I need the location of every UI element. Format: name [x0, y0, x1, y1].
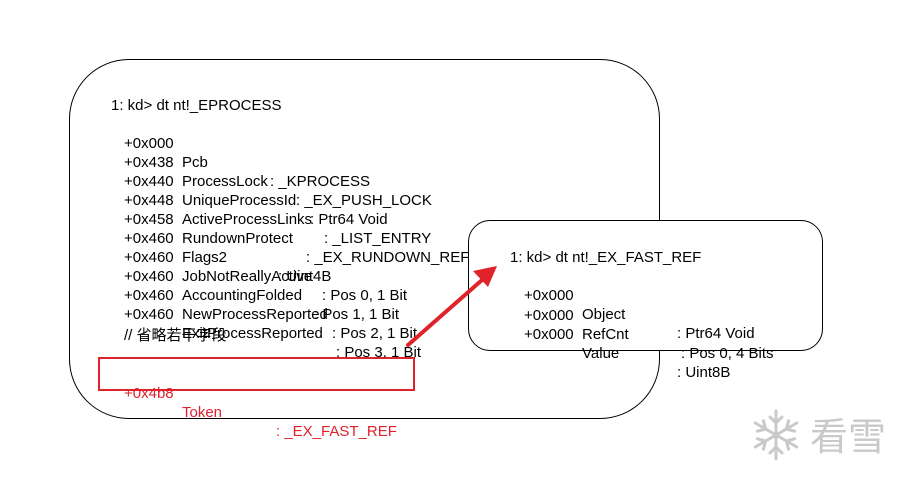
- ex-fast-ref-field: +0x000 Object : Ptr64 Void: [0, 267, 755, 362]
- ex-fast-ref-field: +0x000 RefCnt : Pos 0, 4 Bits: [0, 287, 774, 382]
- field-name: ActiveProcessLinks: [182, 211, 313, 228]
- field-name: UniqueProcessId: [182, 192, 297, 209]
- field-offset: +0x460: [124, 306, 174, 323]
- field-offset: +0x000: [524, 307, 574, 324]
- field-offset: +0x000: [524, 287, 574, 304]
- field-offset: +0x440: [124, 173, 174, 190]
- field-type: : Pos 3, 1 Bit: [336, 344, 422, 361]
- ex-fast-ref-command: 1: kd> dt nt!_EX_FAST_REF: [510, 249, 702, 266]
- field-offset: +0x460: [124, 249, 174, 266]
- field-name: ProcessLock: [182, 173, 268, 190]
- field-name: Object: [582, 306, 626, 323]
- field-name: AccountingFolded: [182, 287, 303, 304]
- field-type: : _LIST_ENTRY: [324, 230, 432, 247]
- field-type: : _EX_PUSH_LOCK: [296, 192, 432, 209]
- field-name: NewProcessReported: [182, 306, 328, 323]
- eprocess-field: +0x460 NewProcessReported : Pos 2, 1 Bit: [0, 267, 417, 362]
- ex-fast-ref-field: +0x000 Value : Uint8B: [0, 306, 730, 401]
- ex-fast-ref-panel: [468, 220, 823, 351]
- eprocess-field: +0x440 UniqueProcessId : Ptr64 Void: [0, 153, 388, 248]
- field-type: : Pos 2, 1 Bit: [332, 325, 418, 342]
- field-name: Pcb: [182, 154, 208, 171]
- token-type: : _EX_FAST_REF: [276, 423, 397, 440]
- field-offset: +0x000: [124, 135, 174, 152]
- eprocess-field: +0x460 AccountingFolded : Pos 1, 1 Bit: [0, 248, 399, 343]
- eprocess-field: +0x458 RundownProtect : _EX_RUNDOWN_REF: [0, 191, 469, 286]
- field-name: Flags2: [182, 249, 228, 266]
- field-offset: +0x458: [124, 211, 174, 228]
- field-offset: +0x460: [124, 287, 174, 304]
- eprocess-field: +0x000 Pcb : _KPROCESS: [0, 115, 370, 210]
- snowflake-icon: [753, 409, 799, 461]
- eprocess-field: +0x448 ActiveProcessLinks : _LIST_ENTRY: [0, 172, 431, 267]
- arrow-head: [473, 266, 497, 287]
- field-type: : Uint4B: [278, 268, 332, 285]
- field-type: : _EX_RUNDOWN_REF: [306, 249, 470, 266]
- field-name: RefCnt: [582, 326, 629, 343]
- field-offset: +0x448: [124, 192, 174, 209]
- field-name: RundownProtect: [182, 230, 293, 247]
- field-type: : Pos 0, 4 Bits: [681, 345, 774, 362]
- arrow-shaft: [406, 278, 484, 347]
- field-offset: +0x460: [124, 230, 174, 247]
- field-type: : _KPROCESS: [270, 173, 371, 190]
- token-highlight-box: [98, 357, 415, 391]
- token-offset: +0x4b8: [124, 385, 174, 402]
- watermark-logo: 看雪: [753, 409, 886, 461]
- eprocess-field: +0x438 ProcessLock : _EX_PUSH_LOCK: [0, 134, 432, 229]
- eprocess-field: +0x460 Flags2 : Uint4B: [0, 210, 331, 305]
- field-type: : Pos 1, 1 Bit: [314, 306, 400, 323]
- field-offset: +0x000: [524, 326, 574, 343]
- field-type: : Uint8B: [677, 364, 731, 381]
- token-field: +0x4b8 Token : _EX_FAST_REF: [0, 365, 397, 441]
- field-offset: +0x460: [124, 268, 174, 285]
- field-type: : Ptr64 Void: [310, 211, 388, 228]
- field-name: ExitProcessReported: [182, 325, 323, 342]
- field-type: : Ptr64 Void: [677, 325, 755, 342]
- watermark-text: 看雪: [810, 415, 886, 459]
- field-name: JobNotReallyActive: [182, 268, 313, 285]
- field-name: Value: [582, 345, 620, 362]
- eprocess-field: +0x460 ExitProcessReported : Pos 3, 1 Bi…: [0, 286, 421, 381]
- omitted-fields-comment: // 省略若干字段: [124, 327, 227, 344]
- eprocess-field: +0x460 JobNotReallyActive : Pos 0, 1 Bit: [0, 229, 407, 324]
- field-offset: +0x438: [124, 154, 174, 171]
- eprocess-command: 1: kd> dt nt!_EPROCESS: [111, 97, 282, 114]
- field-type: : Pos 0, 1 Bit: [322, 287, 408, 304]
- token-name: Token: [182, 404, 223, 421]
